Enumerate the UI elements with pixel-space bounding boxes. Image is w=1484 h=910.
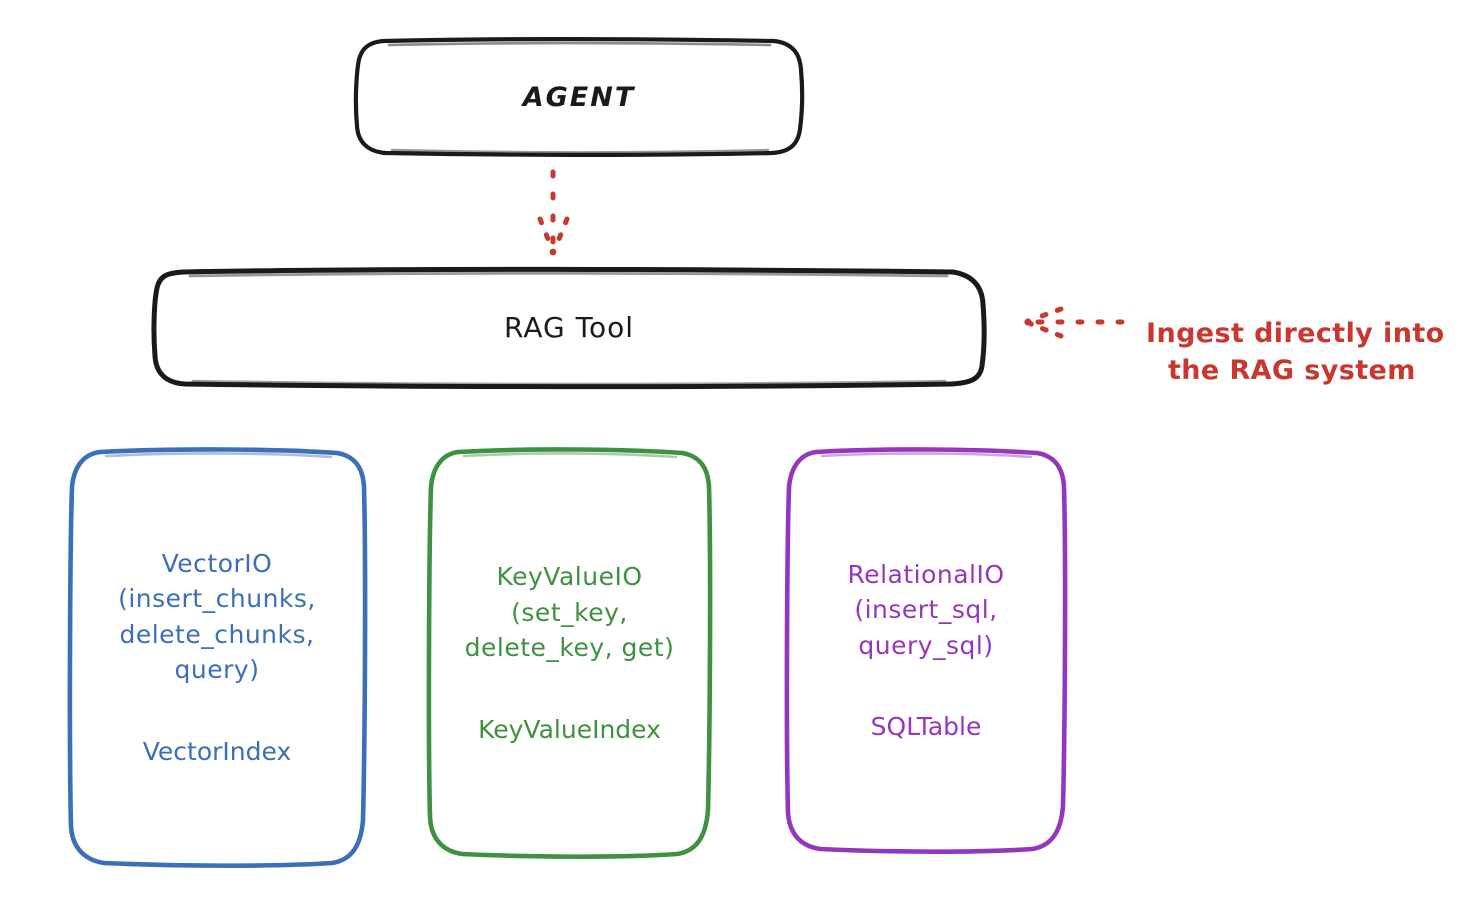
annotation-ingest-note: Ingest directly into the RAG system	[1146, 280, 1476, 426]
agent-box-outline	[353, 37, 805, 157]
rag-tool-box-outline	[151, 266, 987, 390]
relational-io-box-outline	[784, 447, 1068, 854]
node-relational-io[interactable]: RelationalIO (insert_sql, query_sql) SQL…	[788, 450, 1064, 851]
node-rag-tool-label: RAG Tool	[504, 310, 634, 344]
node-agent-label: AGENT	[522, 81, 636, 113]
key-value-io-box-outline	[426, 447, 713, 859]
node-vector-io-sublabel: VectorIndex	[142, 736, 292, 766]
node-key-value-io-sublabel: KeyValueIndex	[478, 714, 661, 744]
node-vector-io-label: VectorIO (insert_chunks, delete_chunks, …	[118, 548, 316, 685]
node-agent[interactable]: AGENT	[357, 40, 801, 154]
node-relational-io-sublabel: SQLTable	[870, 712, 982, 741]
node-rag-tool[interactable]: RAG Tool	[155, 270, 983, 384]
annotation-line-2: the RAG system	[1168, 354, 1416, 386]
connector-agent-to-rag-tool	[537, 169, 570, 256]
vector-io-box-outline	[67, 447, 368, 868]
annotation-line-1: Ingest directly into	[1146, 318, 1445, 350]
node-key-value-io[interactable]: KeyValueIO (set_key, delete_key, get) Ke…	[430, 450, 709, 856]
node-relational-io-label: RelationalIO (insert_sql, query_sql)	[847, 559, 1005, 660]
connector-annotation-to-rag-tool	[1024, 306, 1125, 339]
node-vector-io[interactable]: VectorIO (insert_chunks, delete_chunks, …	[70, 450, 364, 865]
node-key-value-io-label: KeyValueIO (set_key, delete_key, get)	[464, 562, 675, 662]
